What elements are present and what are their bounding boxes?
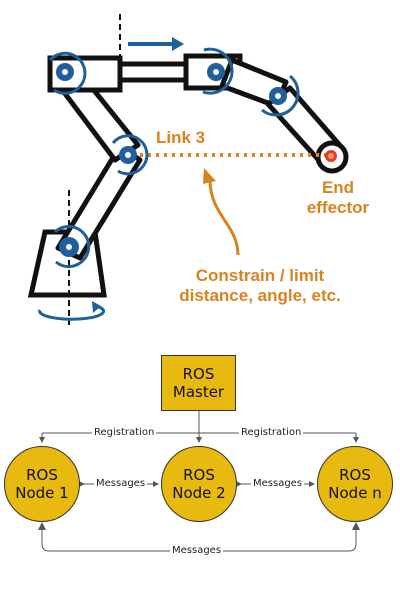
ros-node-n-line1: ROS [339,466,371,484]
constraint-label: Constrain / limit distance, angle, etc. [160,266,360,306]
ros-node-2-line1: ROS [183,466,215,484]
joint-forearm [261,74,300,117]
base-rotation-arrow [38,301,106,321]
joint-elbow [111,134,149,176]
ros-node-2: ROS Node 2 [161,446,237,522]
registration-label-right: Registration [239,427,304,439]
ros-node-1: ROS Node 1 [4,446,80,522]
translation-arrow [128,37,184,51]
messages-label-bottom: Messages [170,545,224,557]
constraint-pointer-arrow [203,168,240,256]
ros-master-box: ROS Master [161,355,236,411]
ros-master-line1: ROS [182,365,215,383]
constraint-label-line1: Constrain / limit [195,266,325,285]
registration-label-left: Registration [92,427,157,439]
end-effector-label-line2: effector [306,198,370,217]
ros-node-2-line2: Node 2 [172,484,226,502]
robot-arm-illustration [27,14,349,325]
messages-label-left: Messages [94,478,148,490]
ros-node-n-line2: Node n [328,484,382,502]
joint-wrist [202,47,234,95]
end-effector-label-line1: End [321,178,355,197]
joint-shoulder [48,51,87,95]
ros-node-1-line2: Node 1 [15,484,69,502]
constraint-label-line2: distance, angle, etc. [179,286,341,305]
end-effector-label: End effector [298,178,378,218]
joint-base [53,225,91,269]
ros-node-n: ROS Node n [317,446,393,522]
link-3-label: Link 3 [156,128,206,147]
ros-node-1-line1: ROS [26,466,58,484]
messages-label-right: Messages [251,478,305,490]
ros-master-line2: Master [172,383,225,401]
